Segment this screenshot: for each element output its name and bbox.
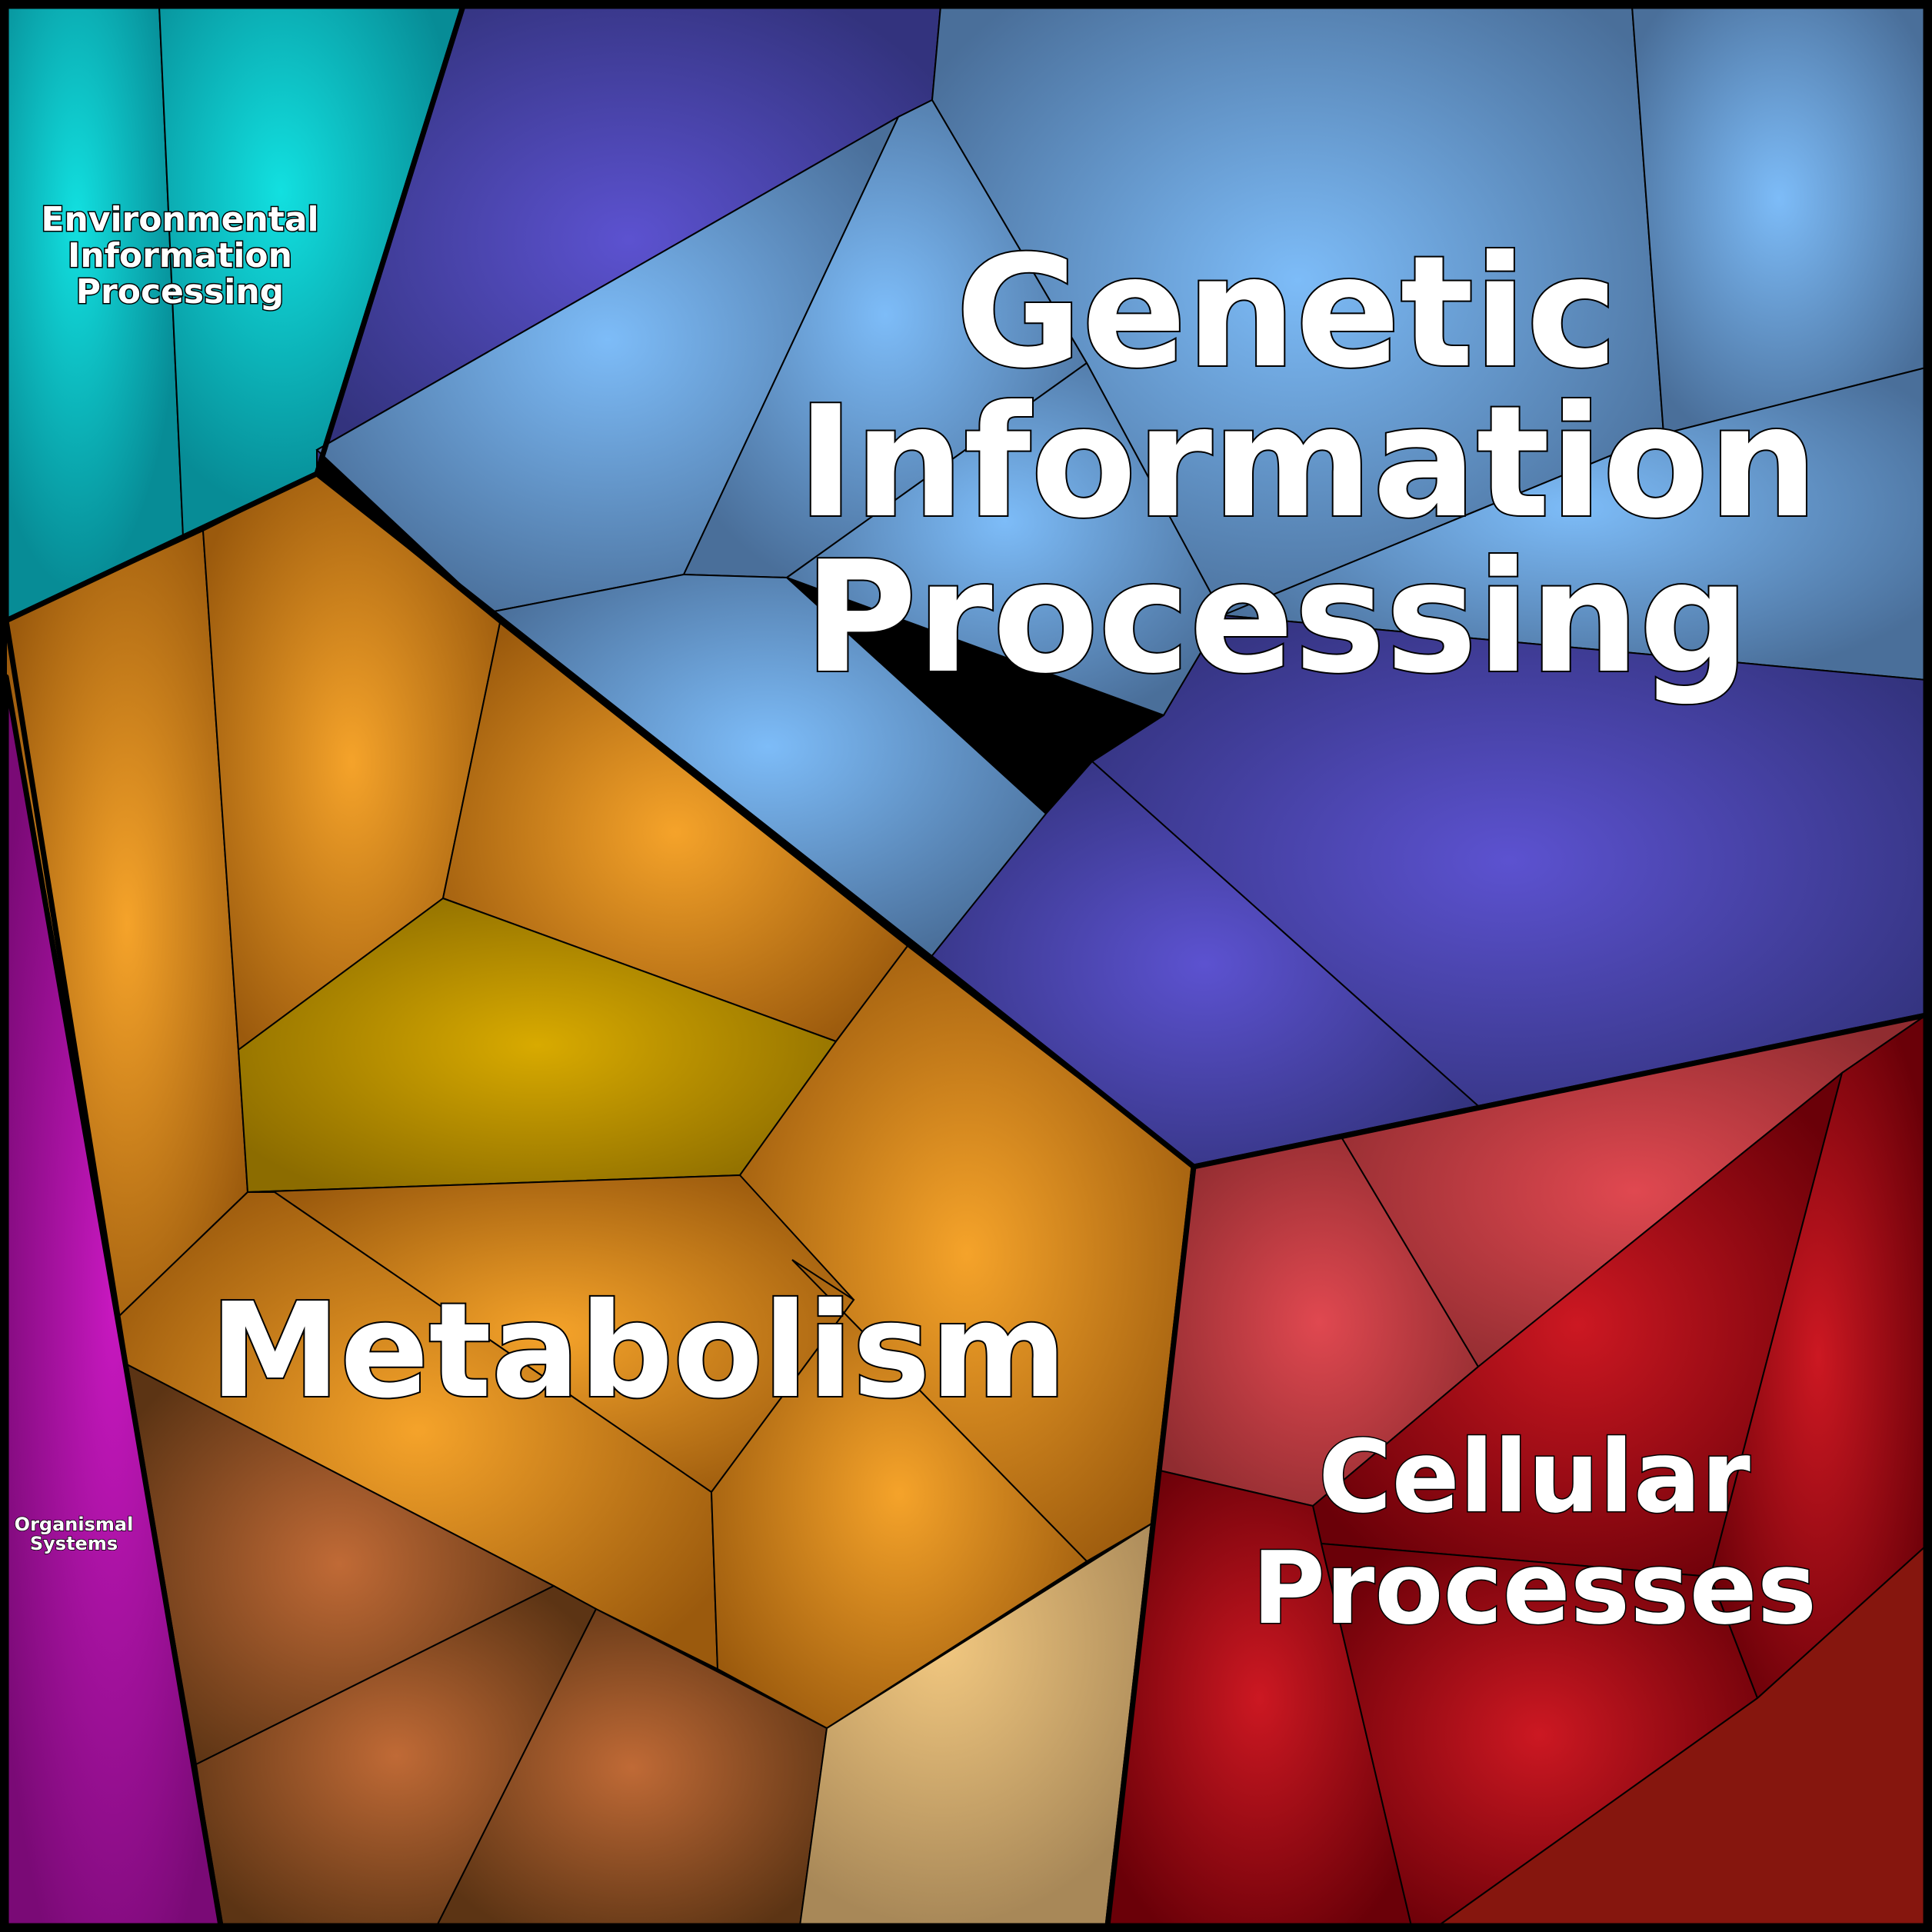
label-cellular-line-2: Processes (1252, 1530, 1817, 1647)
cell-metabolism-8[interactable] (710, 1259, 1088, 1730)
label-cellular: Cellular Processes (1251, 1417, 1817, 1648)
cell-environmental-1[interactable] (5, 5, 185, 622)
label-organismal-line-2: Systems (30, 1533, 118, 1554)
label-environmental-line-1: Environmental (41, 200, 318, 239)
label-metabolism-line-1: Metabolism (210, 1275, 1067, 1427)
label-organismal: Organismal Systems (14, 1513, 134, 1555)
label-genetic-line-1: Genetic (956, 223, 1618, 402)
label-genetic-line-2: Information (797, 373, 1817, 552)
region-cellular[interactable] (1104, 1012, 1929, 1929)
label-environmental-line-2: Information (68, 236, 292, 275)
label-environmental: Environmental Information Processing (40, 199, 320, 313)
region-genetic[interactable] (314, 3, 1929, 1170)
label-cellular-line-1: Cellular (1318, 1418, 1750, 1535)
label-organismal-line-1: Organismal (15, 1514, 134, 1535)
label-genetic: Genetic Information Processing (795, 222, 1819, 709)
label-metabolism: Metabolism (208, 1274, 1068, 1429)
label-environmental-line-3: Processing (76, 272, 284, 311)
cell-genetic-5[interactable] (1631, 5, 1927, 435)
label-genetic-line-3: Processing (804, 528, 1749, 708)
